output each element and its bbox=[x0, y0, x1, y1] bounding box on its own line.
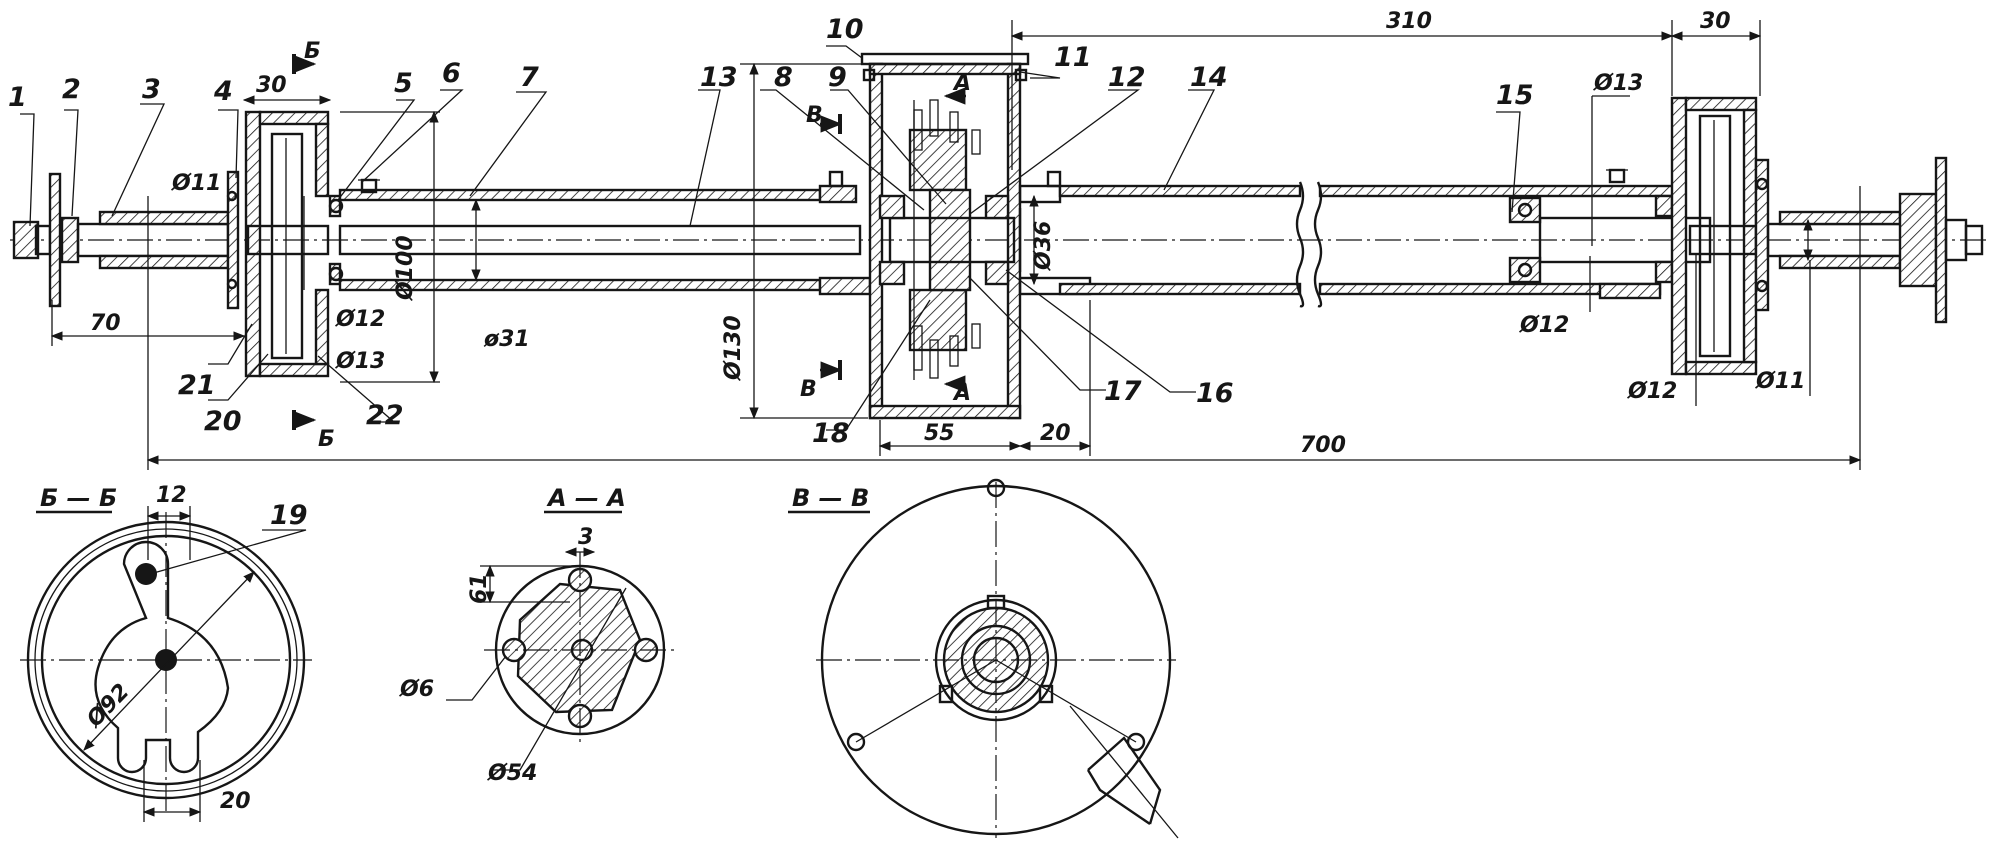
section-bb-dim-12: 12 bbox=[156, 483, 187, 508]
dim-d12-right: Ø12 bbox=[1626, 379, 1677, 404]
right-tube bbox=[1018, 168, 1712, 308]
part-label-2: 2 bbox=[62, 74, 81, 105]
section-aa-dim-d6: Ø6 bbox=[398, 677, 434, 702]
right-drum bbox=[1670, 96, 1758, 376]
part-label-3: 3 bbox=[142, 74, 161, 105]
part-label-12: 12 bbox=[1108, 62, 1146, 93]
section-aa-title: А — А bbox=[546, 484, 626, 512]
section-markers bbox=[292, 54, 966, 430]
section-aa-dim-d54: Ø54 bbox=[486, 761, 537, 786]
dim-310: 310 bbox=[1386, 9, 1432, 34]
part-label-9: 9 bbox=[828, 62, 847, 93]
dim-d13-top: Ø13 bbox=[1592, 71, 1643, 96]
part-label-1: 1 bbox=[8, 82, 27, 113]
part-label-18: 18 bbox=[812, 418, 850, 449]
dim-700: 700 bbox=[1300, 433, 1346, 458]
dim-d11-left: Ø11 bbox=[170, 171, 221, 196]
dim-d36: Ø36 bbox=[1031, 221, 1056, 272]
part-label-20: 20 bbox=[204, 406, 242, 437]
section-mark-a-top: А bbox=[952, 71, 971, 96]
left-end-assembly bbox=[12, 170, 240, 310]
section-mark-a-bottom: А bbox=[952, 381, 971, 406]
dim-d130: Ø130 bbox=[721, 315, 746, 382]
dim-30-left: 30 bbox=[256, 73, 287, 98]
dim-d11-right: Ø11 bbox=[1754, 369, 1805, 394]
dimension-labels: 310 30 30 Ø13 Ø11 Ø100 ø31 Ø12 Ø13 Ø130 … bbox=[90, 9, 1805, 458]
section-aa-view: А — А 3 61 Ø6 Ø54 bbox=[398, 484, 676, 786]
dimension-lines bbox=[50, 20, 1862, 470]
part-number-labels: 1 2 3 4 5 6 7 8 9 10 11 12 13 14 15 16 1… bbox=[8, 14, 1534, 531]
dim-d13-left: Ø13 bbox=[334, 349, 385, 374]
section-vv-view: В — В bbox=[788, 478, 1179, 839]
part-label-8: 8 bbox=[774, 62, 793, 93]
left-tube bbox=[328, 170, 872, 296]
dim-d100: Ø100 bbox=[393, 235, 418, 302]
section-vv-title: В — В bbox=[792, 484, 869, 512]
part-leaders bbox=[20, 45, 1521, 431]
dim-55: 55 bbox=[924, 421, 955, 446]
dim-20: 20 bbox=[1040, 421, 1071, 446]
center-housing bbox=[860, 52, 1030, 420]
main-section-view: 1 2 3 4 5 6 7 8 9 10 11 12 13 14 15 16 1… bbox=[8, 9, 1990, 531]
part-label-15: 15 bbox=[1496, 80, 1534, 111]
part-label-21: 21 bbox=[178, 370, 216, 401]
part-label-22: 22 bbox=[366, 400, 404, 431]
section-mark-v-bottom: В bbox=[800, 377, 817, 402]
dim-70: 70 bbox=[90, 311, 121, 336]
part-label-6: 6 bbox=[442, 58, 461, 89]
part-label-19: 19 bbox=[270, 500, 308, 531]
part-label-7: 7 bbox=[520, 62, 539, 93]
part-label-5: 5 bbox=[394, 68, 413, 99]
part-label-10: 10 bbox=[826, 14, 864, 45]
part-label-16: 16 bbox=[1196, 378, 1234, 409]
dim-d31: ø31 bbox=[483, 327, 530, 352]
section-marker-letters: Б Б А А В В bbox=[304, 39, 971, 452]
part-label-4: 4 bbox=[213, 76, 233, 107]
section-bb-title: Б — Б bbox=[40, 484, 117, 512]
section-bb-view: Б — Б 12 Ø92 20 bbox=[20, 483, 312, 822]
section-aa-dim-61: 61 bbox=[467, 573, 492, 604]
section-mark-b-bottom: Б bbox=[318, 427, 335, 452]
part-label-17: 17 bbox=[1104, 376, 1142, 407]
section-mark-b-top: Б bbox=[304, 39, 321, 64]
dim-d12-mid: Ø12 bbox=[1518, 313, 1569, 338]
part-label-13: 13 bbox=[700, 62, 738, 93]
section-bb-dim-20: 20 bbox=[220, 789, 251, 814]
section-mark-v-top: В bbox=[806, 103, 823, 128]
section-aa-dim-3: 3 bbox=[578, 525, 593, 550]
dim-d12-left: Ø12 bbox=[334, 307, 385, 332]
dim-30-right: 30 bbox=[1700, 9, 1731, 34]
part-label-14: 14 bbox=[1190, 62, 1228, 93]
left-drum bbox=[244, 110, 330, 378]
part-label-11: 11 bbox=[1054, 42, 1092, 73]
